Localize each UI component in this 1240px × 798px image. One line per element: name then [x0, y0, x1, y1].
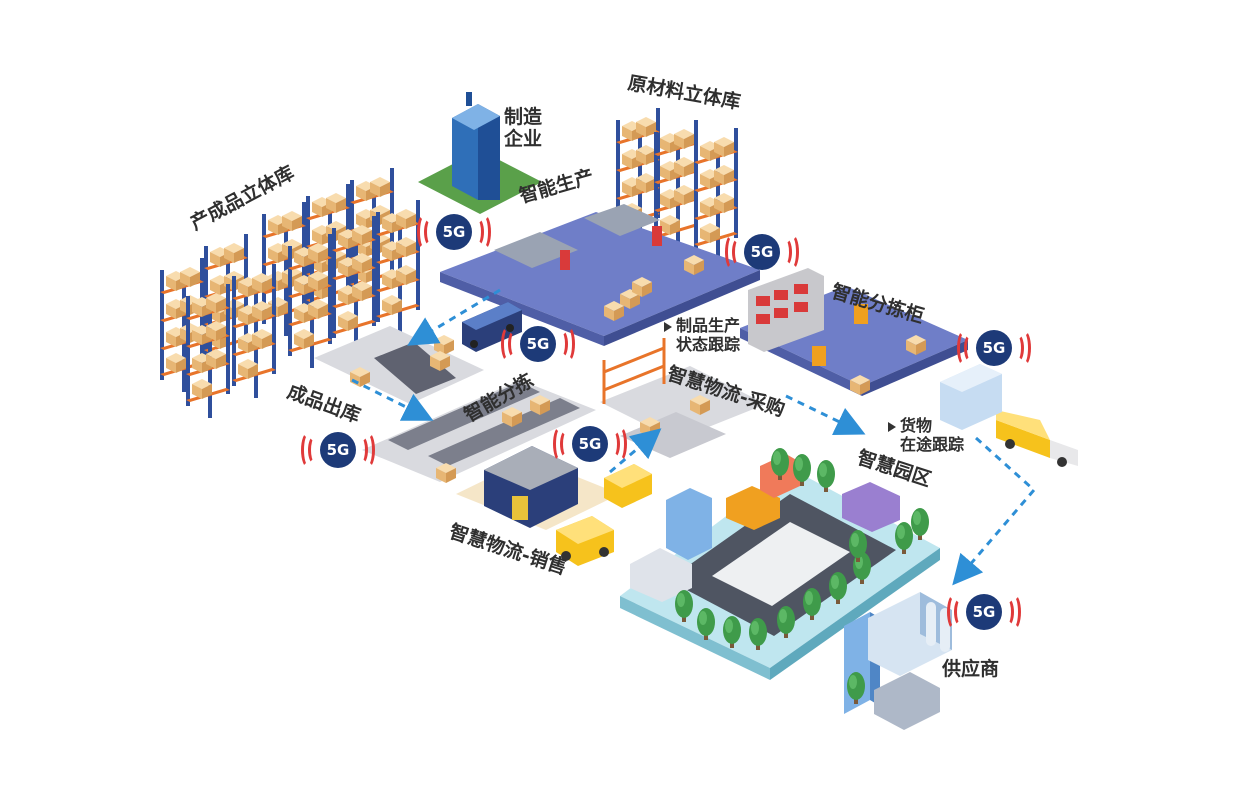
supplier-factory	[844, 592, 952, 730]
purchase-van	[604, 464, 652, 508]
manufacturer-label: 制造企业	[504, 106, 543, 150]
5g-badge: 5G	[725, 232, 799, 272]
wip-tracking-label: 制品生产 状态跟踪	[664, 316, 740, 354]
supplier-label: 供应商	[942, 658, 1000, 680]
goods-tracking-label: 货物 在途跟踪	[888, 416, 964, 454]
smart-park	[620, 448, 940, 680]
5g-badge: 5G	[947, 592, 1021, 632]
logistics-hub	[940, 364, 1002, 430]
smart-sorting-platform	[362, 380, 596, 483]
sales-van	[556, 516, 614, 566]
smart-production-platform	[440, 204, 760, 346]
5g-badge: 5G	[417, 212, 491, 252]
sorting-cabinet-platform	[740, 268, 968, 396]
5g-badge: 5G	[553, 424, 627, 464]
sales-warehouse	[456, 446, 620, 530]
5g-badge: 5G	[301, 430, 375, 470]
outbound-platform	[314, 326, 484, 404]
manufacturer-building	[418, 92, 542, 214]
flow-arrows	[351, 288, 1037, 586]
triangle-icon	[664, 321, 672, 332]
5g-badge: 5G	[957, 328, 1031, 368]
triangle-icon	[888, 421, 896, 432]
5g-badge: 5G	[501, 324, 575, 364]
delivery-truck	[996, 410, 1078, 467]
